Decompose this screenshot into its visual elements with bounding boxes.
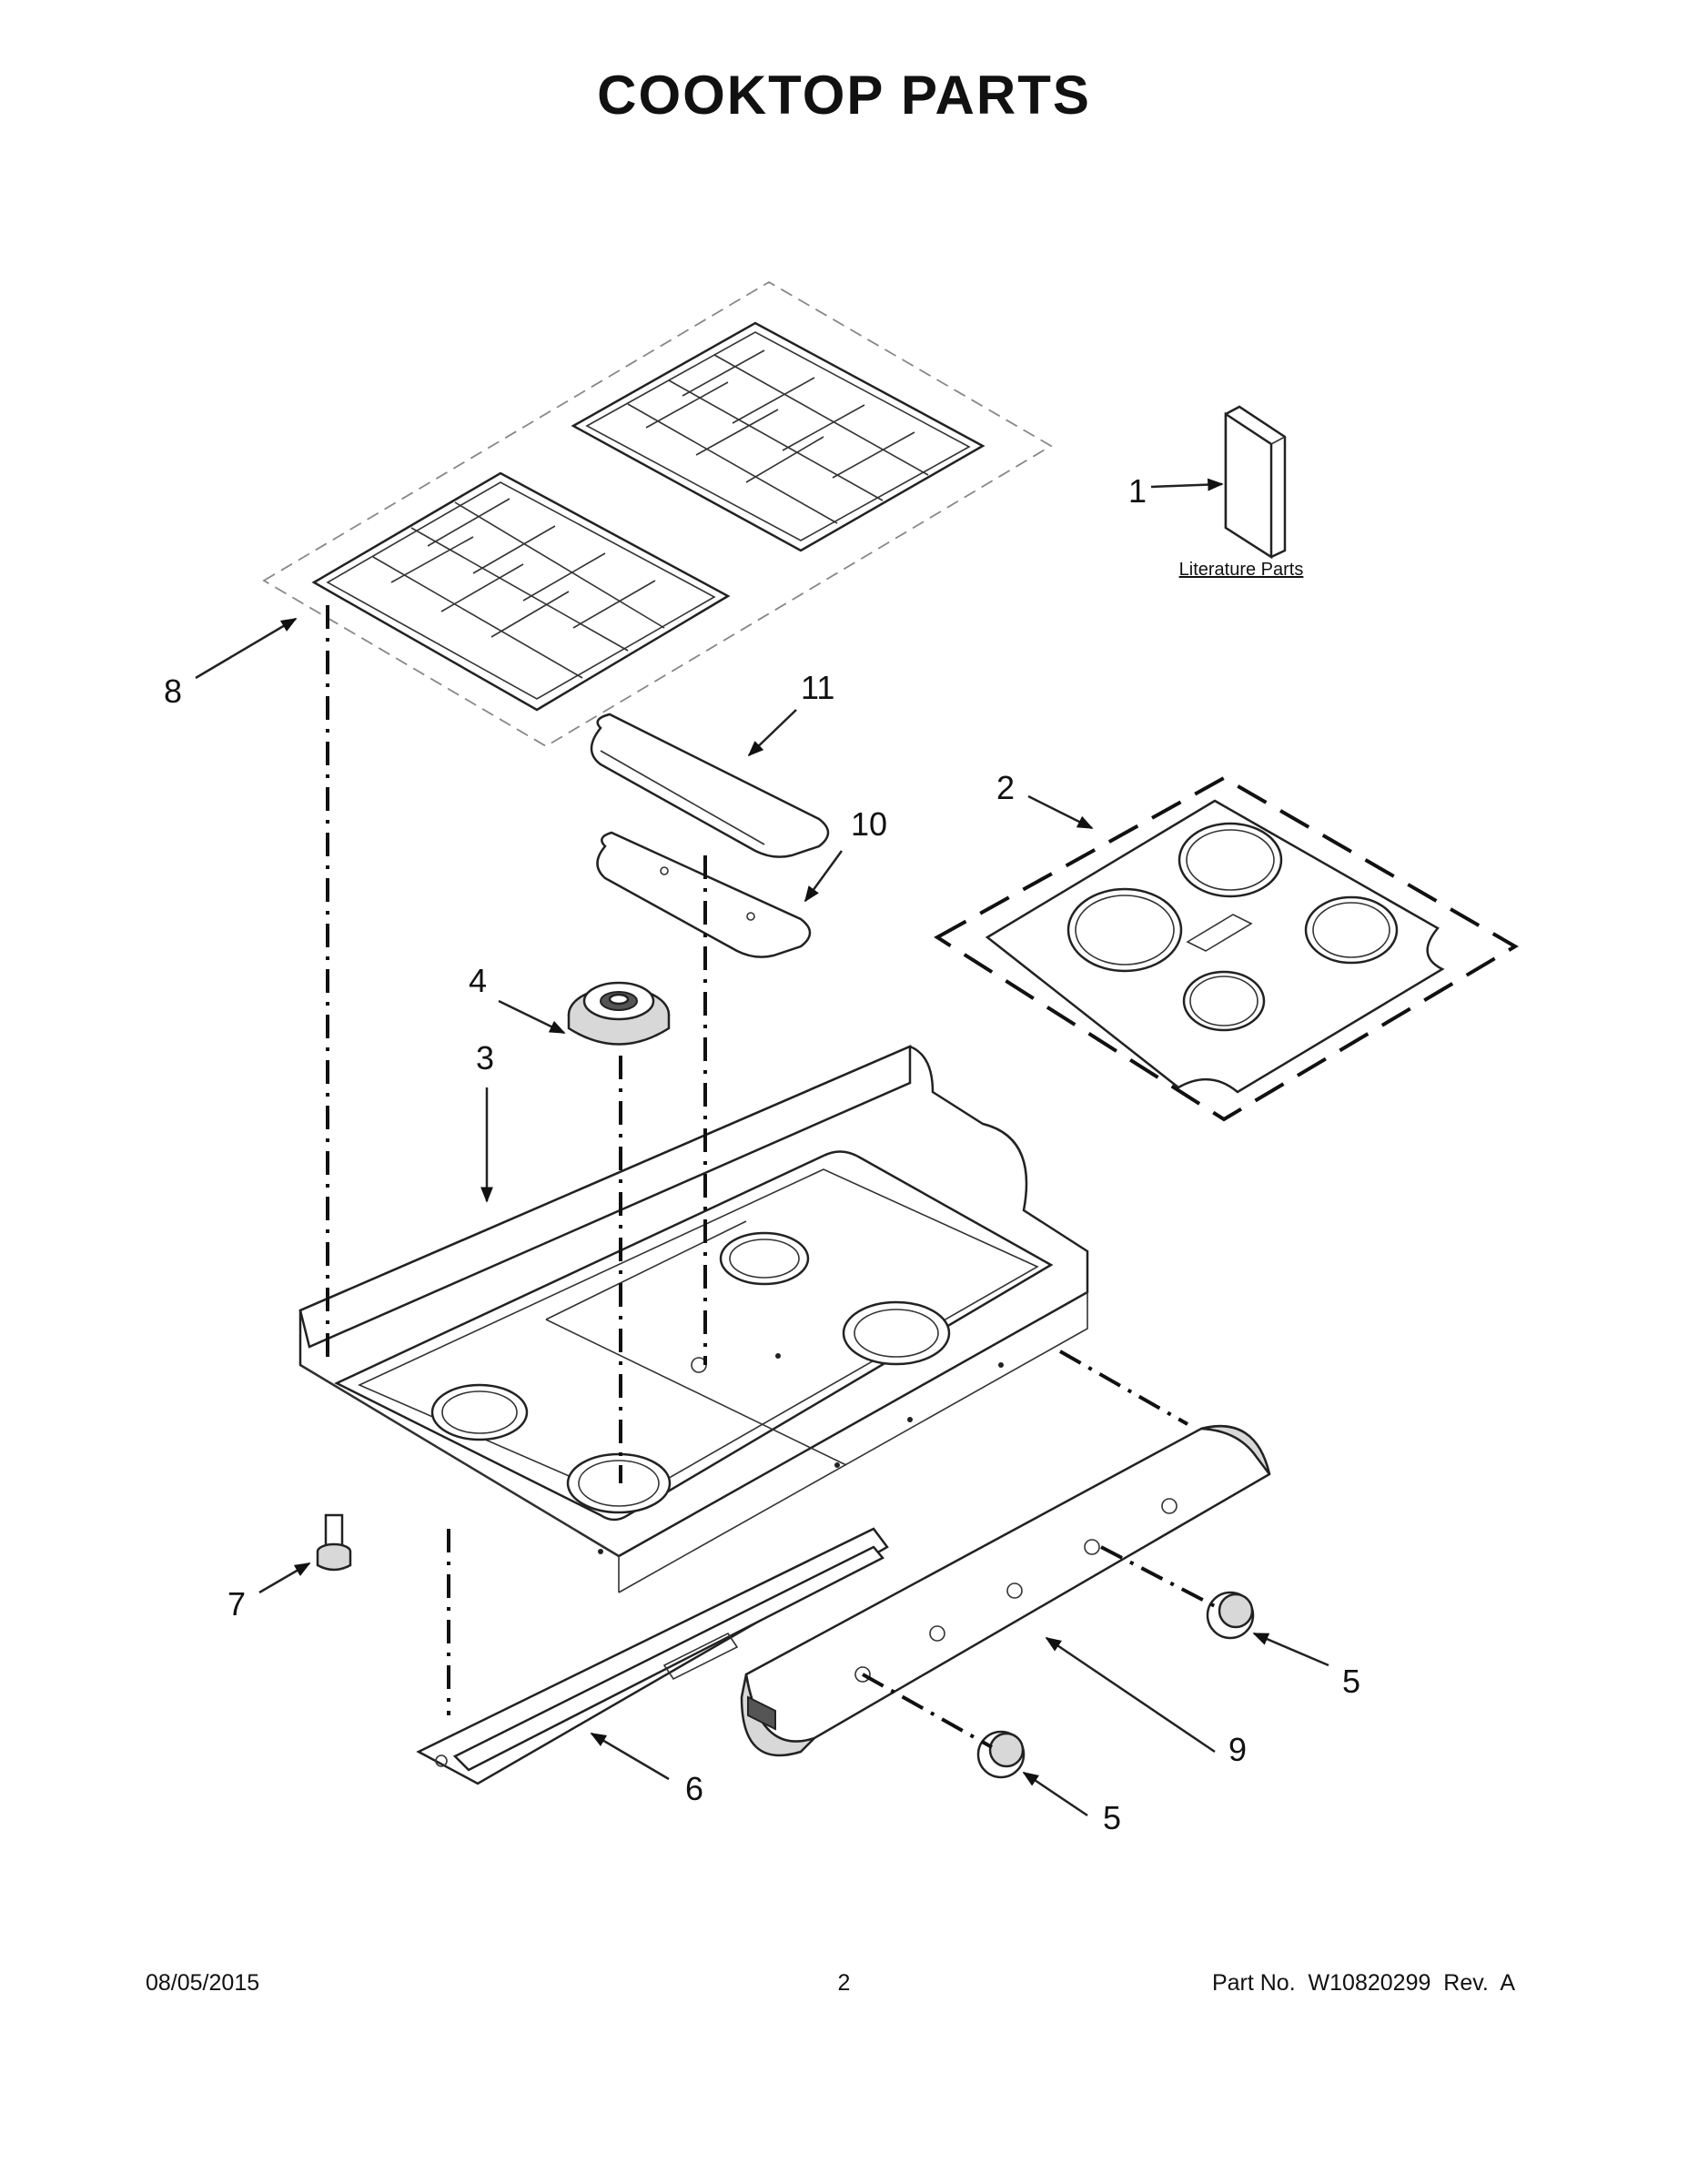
ceramic-glass-cooktop bbox=[934, 775, 1519, 1122]
callout-3: 3 bbox=[476, 1039, 494, 1077]
callout-9: 9 bbox=[1228, 1731, 1247, 1768]
callout-11: 11 bbox=[801, 669, 834, 706]
callout-6: 6 bbox=[685, 1770, 703, 1807]
assembly-guide-lines bbox=[326, 605, 1216, 1749]
literature-book-icon bbox=[1224, 405, 1287, 560]
literature-parts-label: Literature Parts bbox=[1179, 560, 1304, 580]
grate-left bbox=[311, 471, 731, 712]
footer-part-number: Part No. W10820299 Rev. A bbox=[1211, 1970, 1515, 1996]
callout-5-upper: 5 bbox=[1342, 1663, 1360, 1700]
grate-right bbox=[571, 321, 986, 552]
footer-date: 08/05/2015 bbox=[146, 1970, 260, 1996]
page-title: COOKTOP PARTS bbox=[597, 65, 1091, 126]
griddle-cover bbox=[590, 713, 830, 858]
igniter-switch bbox=[316, 1513, 352, 1572]
callout-4: 4 bbox=[469, 962, 487, 999]
main-top-cooktop-pan bbox=[298, 1045, 1089, 1593]
callout-10: 10 bbox=[851, 805, 887, 843]
manifold-bracket bbox=[416, 1527, 889, 1785]
control-panel bbox=[740, 1424, 1271, 1757]
callout-7: 7 bbox=[227, 1585, 246, 1623]
callout-5-lower: 5 bbox=[1103, 1799, 1121, 1836]
callout-1: 1 bbox=[1128, 472, 1147, 510]
griddle-gasket bbox=[596, 831, 812, 958]
control-knob-lower bbox=[976, 1730, 1026, 1779]
surface-burner bbox=[567, 981, 671, 1046]
grate-dashed-boundary bbox=[262, 280, 1053, 748]
callout-8: 8 bbox=[164, 672, 182, 710]
footer-page-number: 2 bbox=[837, 1970, 851, 1996]
control-knob-upper bbox=[1206, 1591, 1255, 1640]
callout-2: 2 bbox=[996, 769, 1015, 806]
callout-arrows bbox=[195, 478, 1329, 1817]
